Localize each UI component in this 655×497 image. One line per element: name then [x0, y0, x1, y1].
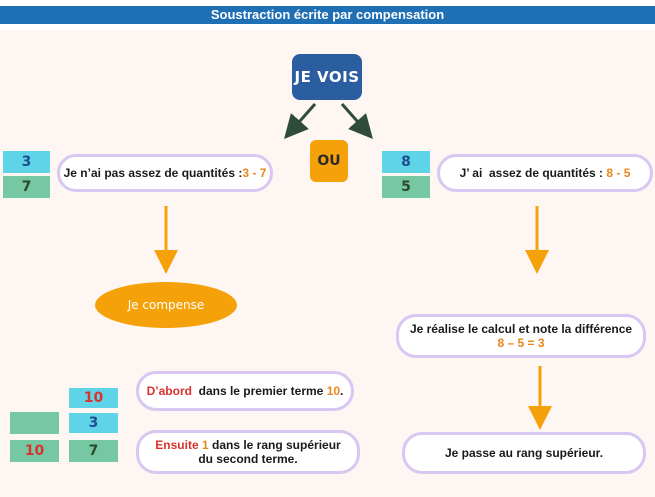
left-statement: Je n’ai pas assez de quantités : 3 - 7	[57, 154, 273, 192]
step1-end: .	[340, 384, 344, 398]
grid-empty-cell	[10, 412, 59, 434]
grid-top-cell: 10	[69, 388, 118, 408]
step1-text: dans le premier terme	[191, 384, 327, 398]
grid-bottom-right-cell: 7	[69, 440, 118, 462]
left-statement-value: 3 - 7	[242, 166, 267, 180]
arrow-to-left	[284, 103, 317, 139]
step2-text: dans le rang supérieur du second terme.	[198, 438, 341, 466]
right-calc-text: Je réalise le calcul et note la différen…	[409, 322, 633, 336]
right-next-step-pill: Je passe au rang supérieur.	[402, 432, 646, 474]
step2-value: 1	[201, 438, 209, 452]
step1-pill: D’abord dans le premier terme 10.	[136, 371, 354, 411]
left-statement-text: Je n’ai pas assez de quantités :	[63, 166, 243, 180]
title-bar: Soustraction écrite par compensation	[0, 0, 655, 30]
grid-bottom-left-cell: 10	[10, 440, 59, 462]
right-statement-text: J’ ai assez de quantités :	[459, 166, 607, 180]
step2-red: Ensuite	[155, 438, 202, 452]
left-top-number: 3	[3, 151, 50, 173]
step1-red: D’abord	[146, 384, 192, 398]
right-statement: J’ ai assez de quantités : 8 - 5	[437, 154, 653, 192]
left-bottom-number: 7	[3, 176, 50, 198]
page-title: Soustraction écrite par compensation	[0, 6, 655, 24]
je-compense-oval: Je compense	[95, 282, 237, 328]
grid-top-value: 10	[83, 390, 104, 406]
right-calc-pill: Je réalise le calcul et note la différen…	[396, 314, 646, 358]
right-next-step: Je passe au rang supérieur.	[444, 446, 604, 460]
arrow-to-right	[340, 103, 373, 139]
ou-box: OU	[310, 140, 348, 182]
step2-pill: Ensuite 1 dans le rang supérieur du seco…	[136, 430, 360, 474]
je-vois-box: JE VOIS	[292, 54, 362, 100]
right-top-number: 8	[382, 151, 430, 173]
right-statement-value: 8 - 5	[606, 166, 631, 180]
grid-middle-cell: 3	[69, 413, 118, 433]
right-bottom-number: 5	[382, 176, 430, 198]
step1-value: 10	[326, 384, 341, 398]
right-calc-value: 8 – 5 = 3	[497, 336, 545, 350]
